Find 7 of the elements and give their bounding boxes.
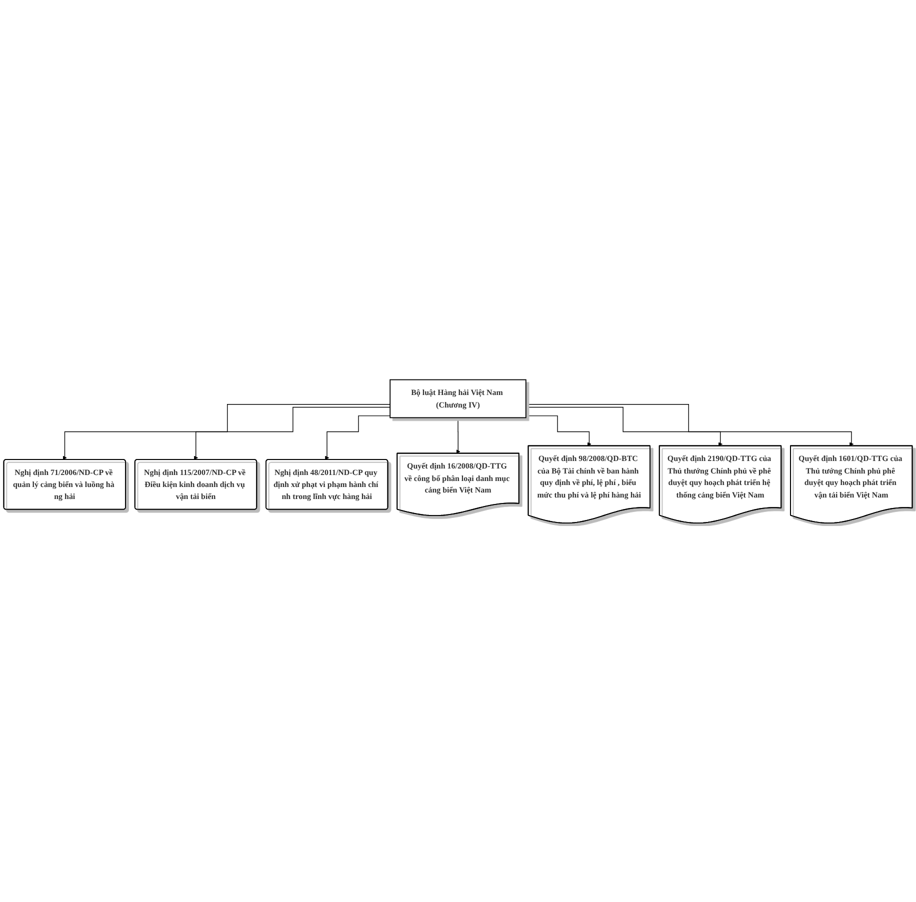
arrow: [325, 415, 390, 460]
arrow: [526, 404, 854, 446]
arrow: [456, 416, 460, 454]
arrow: [62, 404, 390, 460]
arrow: [526, 406, 722, 446]
arrow: [194, 406, 390, 460]
arrow: [526, 415, 592, 446]
